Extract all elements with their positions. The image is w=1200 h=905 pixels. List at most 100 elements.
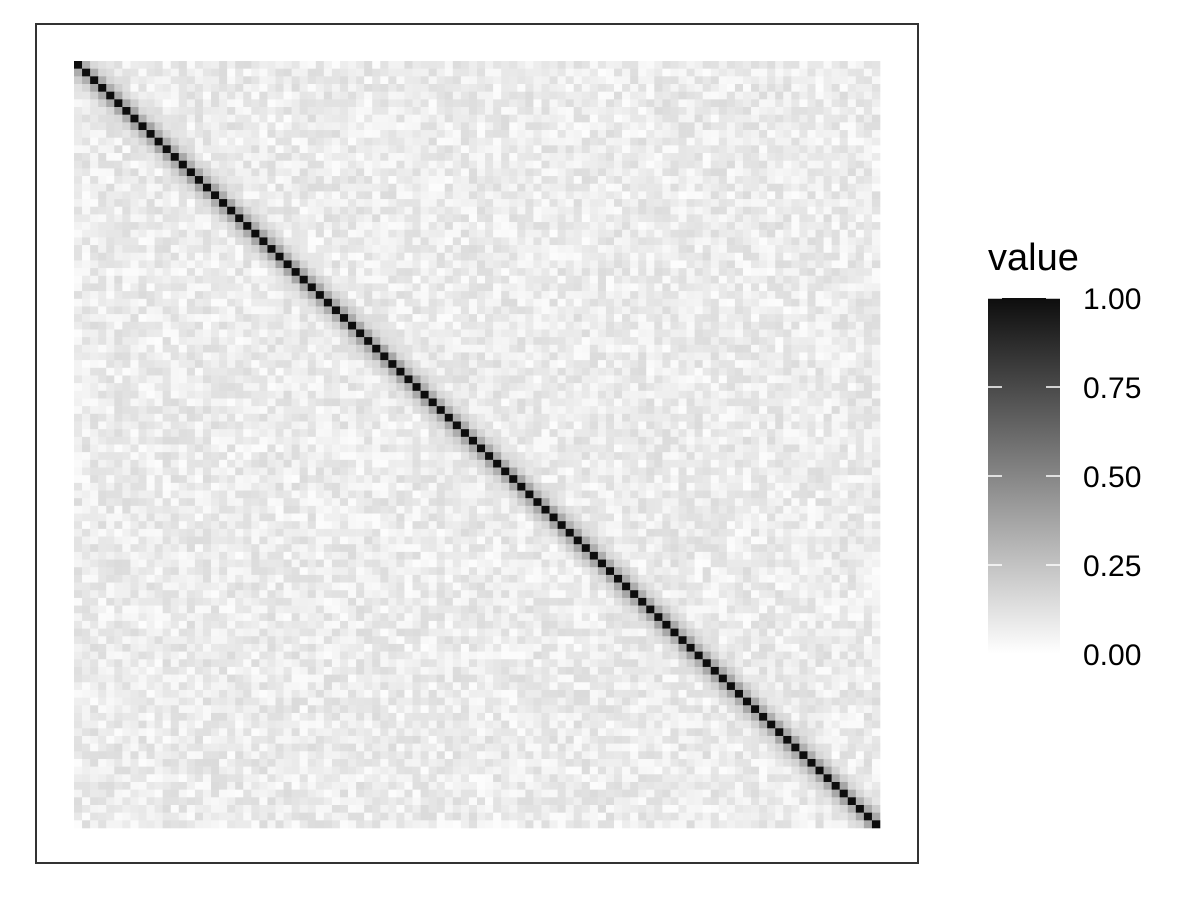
heatmap-cell — [863, 314, 873, 323]
heatmap-cell — [815, 367, 824, 376]
heatmap-cell — [557, 421, 566, 430]
heatmap-cell — [807, 61, 816, 69]
heatmap-cell — [678, 191, 687, 200]
heatmap-cell — [638, 214, 647, 223]
heatmap-cell — [146, 413, 155, 422]
heatmap-cell — [726, 383, 736, 392]
heatmap-cell — [871, 61, 881, 69]
heatmap-cell — [614, 237, 623, 246]
heatmap-cell — [614, 352, 623, 361]
heatmap-cell — [871, 360, 881, 369]
heatmap-cell — [356, 291, 365, 300]
heatmap-cell — [839, 360, 849, 369]
heatmap-cell — [839, 398, 849, 407]
heatmap-cell — [186, 413, 196, 422]
heatmap-cell — [670, 260, 679, 269]
heatmap-cell — [557, 145, 566, 154]
heatmap-cell — [82, 360, 91, 369]
heatmap-cell — [605, 283, 615, 292]
heatmap-cell — [227, 275, 236, 284]
heatmap-cell — [638, 137, 647, 146]
heatmap-cell — [646, 114, 655, 123]
heatmap-cell — [178, 61, 188, 69]
heatmap-cell — [259, 183, 268, 192]
heatmap-cell — [678, 176, 687, 185]
heatmap-cell — [783, 176, 792, 185]
heatmap-cell — [146, 114, 155, 123]
heatmap-cell — [428, 306, 437, 315]
heatmap-cell — [396, 360, 405, 369]
heatmap-cell — [243, 375, 252, 384]
heatmap-cell — [541, 429, 550, 438]
heatmap-cell — [614, 222, 623, 231]
heatmap-cell — [396, 406, 405, 415]
heatmap-cell — [605, 398, 615, 407]
heatmap-cell — [299, 375, 309, 384]
heatmap-cell — [283, 283, 292, 292]
heatmap-cell — [767, 367, 776, 376]
heatmap-cell — [339, 406, 349, 415]
heatmap-cell — [178, 429, 188, 438]
heatmap-cell — [194, 237, 204, 246]
heatmap-cell — [436, 229, 446, 238]
heatmap-cell — [251, 314, 260, 323]
heatmap-cell — [694, 344, 703, 353]
heatmap-cell — [855, 191, 865, 200]
heatmap-cell — [485, 352, 494, 361]
heatmap-cell — [622, 283, 631, 292]
heatmap-cell — [243, 107, 252, 115]
heatmap-cell — [267, 245, 276, 254]
heatmap-cell — [388, 160, 397, 169]
heatmap-cell — [549, 199, 558, 208]
heatmap-cell — [775, 245, 784, 254]
heatmap-cell — [364, 329, 373, 338]
heatmap-cell — [565, 214, 575, 223]
heatmap-cell — [525, 99, 534, 108]
heatmap-cell — [509, 122, 518, 131]
heatmap-cell — [791, 421, 800, 430]
heatmap-cell — [235, 344, 244, 353]
heatmap-cell — [525, 383, 534, 392]
heatmap-cell — [267, 130, 276, 138]
heatmap-cell — [235, 352, 244, 361]
heatmap-cell — [323, 229, 333, 238]
heatmap-cell — [428, 160, 437, 169]
heatmap-cell — [767, 99, 776, 108]
heatmap-cell — [493, 145, 502, 154]
heatmap-cell — [82, 383, 91, 392]
heatmap-cell — [581, 360, 591, 369]
heatmap-cell — [194, 252, 204, 261]
heatmap-cell — [219, 360, 228, 369]
heatmap-cell — [388, 352, 397, 361]
heatmap-cell — [573, 68, 583, 77]
heatmap-cell — [734, 229, 744, 238]
heatmap-cell — [291, 260, 300, 269]
heatmap-cell — [871, 421, 881, 430]
heatmap-cell — [372, 99, 381, 108]
heatmap-cell — [291, 68, 300, 77]
heatmap-cell — [726, 84, 736, 92]
heatmap-cell — [662, 413, 671, 422]
heatmap-cell — [670, 329, 679, 338]
heatmap-cell — [460, 76, 470, 85]
heatmap-cell — [259, 222, 268, 231]
heatmap-cell — [444, 145, 454, 154]
heatmap-cell — [863, 390, 873, 399]
heatmap-cell — [154, 191, 163, 200]
heatmap-cell — [638, 145, 647, 154]
heatmap-cell — [630, 367, 639, 376]
heatmap-cell — [331, 183, 341, 192]
heatmap-cell — [702, 268, 712, 277]
heatmap-cell — [638, 160, 647, 169]
heatmap-cell — [477, 245, 486, 254]
heatmap-cell — [202, 344, 212, 353]
heatmap-cell — [646, 344, 655, 353]
heatmap-cell — [831, 383, 840, 392]
heatmap-cell — [348, 76, 357, 85]
heatmap-cell — [533, 168, 542, 177]
heatmap-cell — [162, 314, 172, 323]
heatmap-cell — [162, 383, 172, 392]
heatmap-cell — [259, 199, 268, 208]
heatmap-cell — [694, 306, 703, 315]
heatmap-cell — [251, 199, 260, 208]
